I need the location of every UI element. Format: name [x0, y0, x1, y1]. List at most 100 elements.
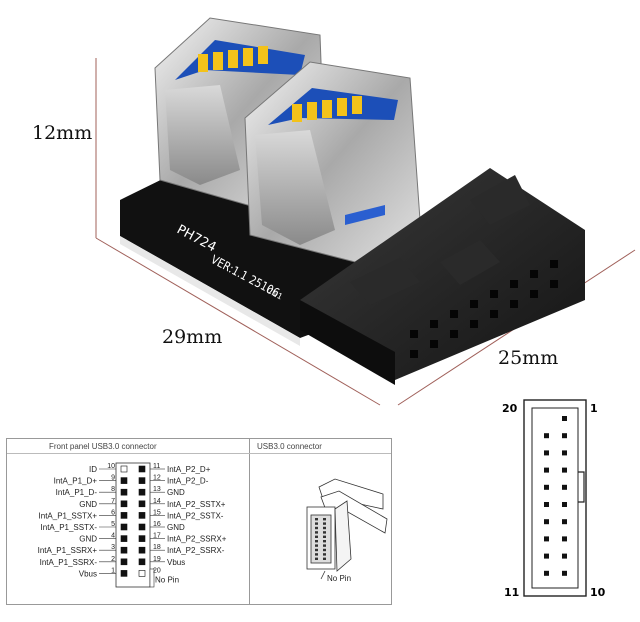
pin-square — [120, 570, 128, 577]
cable-pin — [323, 526, 326, 530]
pin-row-left: IntA_P1_SSRX+3 — [38, 544, 128, 555]
pin-number: 16 — [153, 521, 161, 528]
pin-number: 15 — [153, 509, 161, 516]
pin-row-right: 16 GND — [138, 521, 185, 532]
pin-number: 1 — [111, 567, 115, 574]
pin-number: 5 — [111, 521, 115, 528]
pin-number: 3 — [111, 544, 115, 551]
cable-pin — [315, 548, 318, 552]
pin-row-left: IntA_P1_SSTX- 5 — [41, 521, 128, 532]
pin-number: 18 — [153, 544, 161, 551]
pin-row-left: IntA_P1_SSTX+ 6 — [39, 509, 128, 520]
pin-square — [120, 512, 128, 519]
pin-number: 11 — [153, 463, 160, 470]
pin-square — [120, 465, 128, 473]
pin-square — [138, 558, 146, 566]
cable-pin — [323, 535, 326, 538]
pin-number: 6 — [111, 509, 115, 516]
pin-number: 2 — [111, 556, 115, 563]
pin-number: 19 — [153, 556, 161, 563]
cable-pin — [315, 518, 318, 521]
pin-square — [138, 465, 146, 473]
header-pin — [544, 519, 549, 525]
header-pin — [544, 467, 549, 473]
pin-label: IntA_P2_D+ — [167, 465, 211, 474]
pin-number: 9 — [111, 475, 115, 482]
header-pin — [562, 519, 567, 525]
header-pin — [544, 484, 549, 490]
cable-pin — [315, 522, 318, 525]
corner-label-20: 20 — [502, 402, 518, 415]
pin-number: 4 — [111, 533, 115, 540]
pin-label: GND — [167, 523, 185, 532]
pin-row-right: 12 IntA_P2_D- — [138, 475, 209, 486]
pin-square — [138, 546, 146, 554]
product-illustration: PH724 VER:1.1 25106 CN1 2X — [95, 17, 636, 406]
cable-pin — [323, 544, 326, 547]
header-pin — [562, 553, 567, 559]
pin-label: IntA_P2_SSTX- — [167, 511, 224, 520]
pin-number: 17 — [153, 533, 161, 540]
header-pin — [562, 416, 567, 421]
pinout-title-left: Front panel USB3.0 connector — [49, 442, 157, 451]
cable-pin — [323, 531, 326, 534]
pin-label: GND — [167, 488, 185, 497]
pin-square — [120, 488, 128, 496]
header-pin — [544, 450, 549, 456]
pin-square — [138, 570, 146, 577]
pin-row-left: GND 4 — [79, 533, 128, 544]
no-pin-label: No Pin — [155, 575, 179, 584]
pin-square — [120, 558, 128, 566]
pinout-divider — [249, 439, 250, 604]
pin-label: IntA_P1_SSTX- — [41, 523, 98, 532]
usb-port-front — [244, 61, 421, 263]
pin-square — [138, 523, 146, 531]
cable-pin — [315, 544, 318, 547]
pin-number: 13 — [153, 486, 161, 493]
cable-pin — [323, 522, 326, 525]
cable-pin — [315, 553, 318, 556]
pin-row-right: 13 GND — [138, 486, 185, 497]
pin-label: IntA_P2_D- — [167, 477, 209, 486]
pin-number: 7 — [111, 498, 115, 505]
pin-label: IntA_P1_SSRX- — [40, 558, 98, 567]
cable-pin — [315, 540, 318, 543]
header-pin — [562, 467, 567, 473]
pin-label: IntA_P2_SSTX+ — [167, 500, 226, 509]
pin-row-right: 11 IntA_P2_D+ — [138, 463, 211, 474]
pin-square — [138, 477, 146, 484]
dimension-length: 29mm — [162, 326, 223, 348]
pin-row-left: IntA_P1_D+ 9 — [54, 475, 128, 486]
cable-pin — [323, 540, 326, 543]
pin-label: IntA_P1_D+ — [54, 477, 98, 486]
pin-number: 14 — [153, 498, 161, 505]
pin-label: IntA_P1_SSTX+ — [39, 511, 98, 520]
cable-pin — [323, 548, 326, 552]
header-pin — [562, 570, 567, 576]
header-pin — [562, 450, 567, 456]
pin-label: Vbus — [79, 569, 97, 578]
pin-square — [120, 523, 128, 531]
pinout-title-divider — [7, 453, 391, 454]
cable-pin — [323, 518, 326, 521]
header-pin — [562, 433, 567, 439]
pin-row-left: IntA_P1_SSRX- 2 — [40, 556, 128, 567]
cable-connector-pins — [315, 518, 326, 560]
pin-label: GND — [79, 535, 97, 544]
cable-pin — [315, 531, 318, 534]
pinout-panel: Front panel USB3.0 connector USB3.0 conn… — [6, 438, 392, 605]
pin-number: 10 — [107, 463, 115, 470]
cable-pin — [315, 557, 318, 560]
header-pin — [544, 502, 549, 507]
cable-connector-illustration — [306, 478, 388, 580]
pin-label: IntA_P1_D- — [56, 488, 98, 497]
pin-square — [120, 500, 128, 508]
cable-pin — [315, 526, 318, 530]
pin-number: 12 — [153, 475, 161, 482]
